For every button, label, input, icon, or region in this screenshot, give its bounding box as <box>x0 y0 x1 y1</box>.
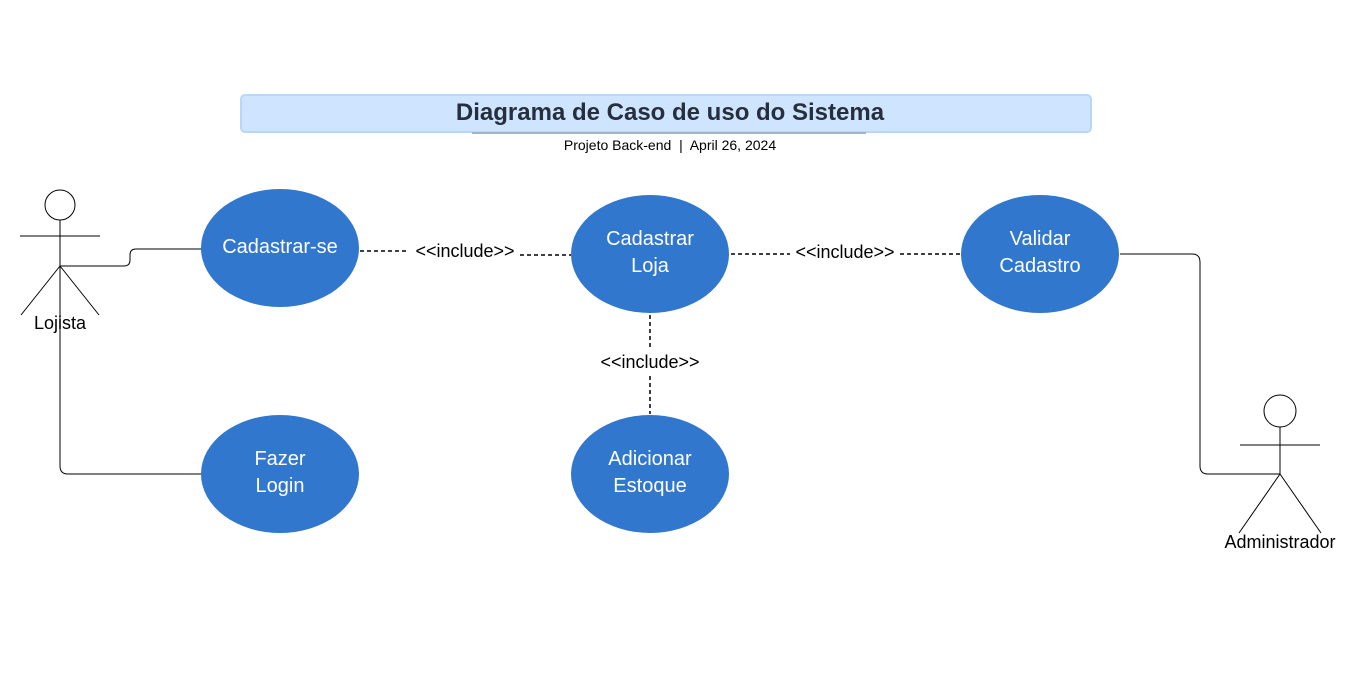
association-lojista-fazer-login <box>59 266 202 475</box>
diagram-subtitle: Projeto Back-end | April 26, 2024 <box>563 137 777 153</box>
include-label: <<include>> <box>415 241 514 261</box>
title-underline <box>472 132 866 134</box>
include-label: <<include>> <box>600 352 699 372</box>
use-case-label: Loja <box>631 255 670 277</box>
actor-label-administrador: Administrador <box>1224 532 1335 552</box>
use-case-label: Cadastrar <box>606 228 694 250</box>
use-case-cadastrar-se[interactable]: Cadastrar-se <box>201 189 359 307</box>
actor-lojista[interactable] <box>20 189 100 316</box>
association-administrador-validar-cadastro <box>1120 253 1280 475</box>
use-case-label: Cadastrar-se <box>222 236 338 258</box>
association-lojista-cadastrar-se <box>60 248 202 267</box>
use-case-label: Estoque <box>613 475 686 497</box>
use-case-fazer-login[interactable]: Fazer Login <box>201 415 359 533</box>
actor-administrador[interactable] <box>1238 394 1322 534</box>
actor-label-lojista: Lojista <box>34 313 87 333</box>
actor-head <box>1263 394 1297 428</box>
use-case-cadastrar-loja[interactable]: Cadastrar Loja <box>571 195 729 313</box>
diagram-title: Diagrama de Caso de uso do Sistema <box>455 99 885 126</box>
use-case-label: Fazer <box>254 448 305 470</box>
use-case-label: Cadastro <box>999 255 1080 277</box>
actor-head <box>44 189 76 221</box>
use-case-validar-cadastro[interactable]: Validar Cadastro <box>961 195 1119 313</box>
include-label: <<include>> <box>795 242 894 262</box>
use-case-adicionar-estoque[interactable]: Adicionar Estoque <box>571 415 729 533</box>
use-case-label: Adicionar <box>608 448 692 470</box>
use-case-label: Login <box>256 475 305 497</box>
use-case-label: Validar <box>1010 228 1071 250</box>
